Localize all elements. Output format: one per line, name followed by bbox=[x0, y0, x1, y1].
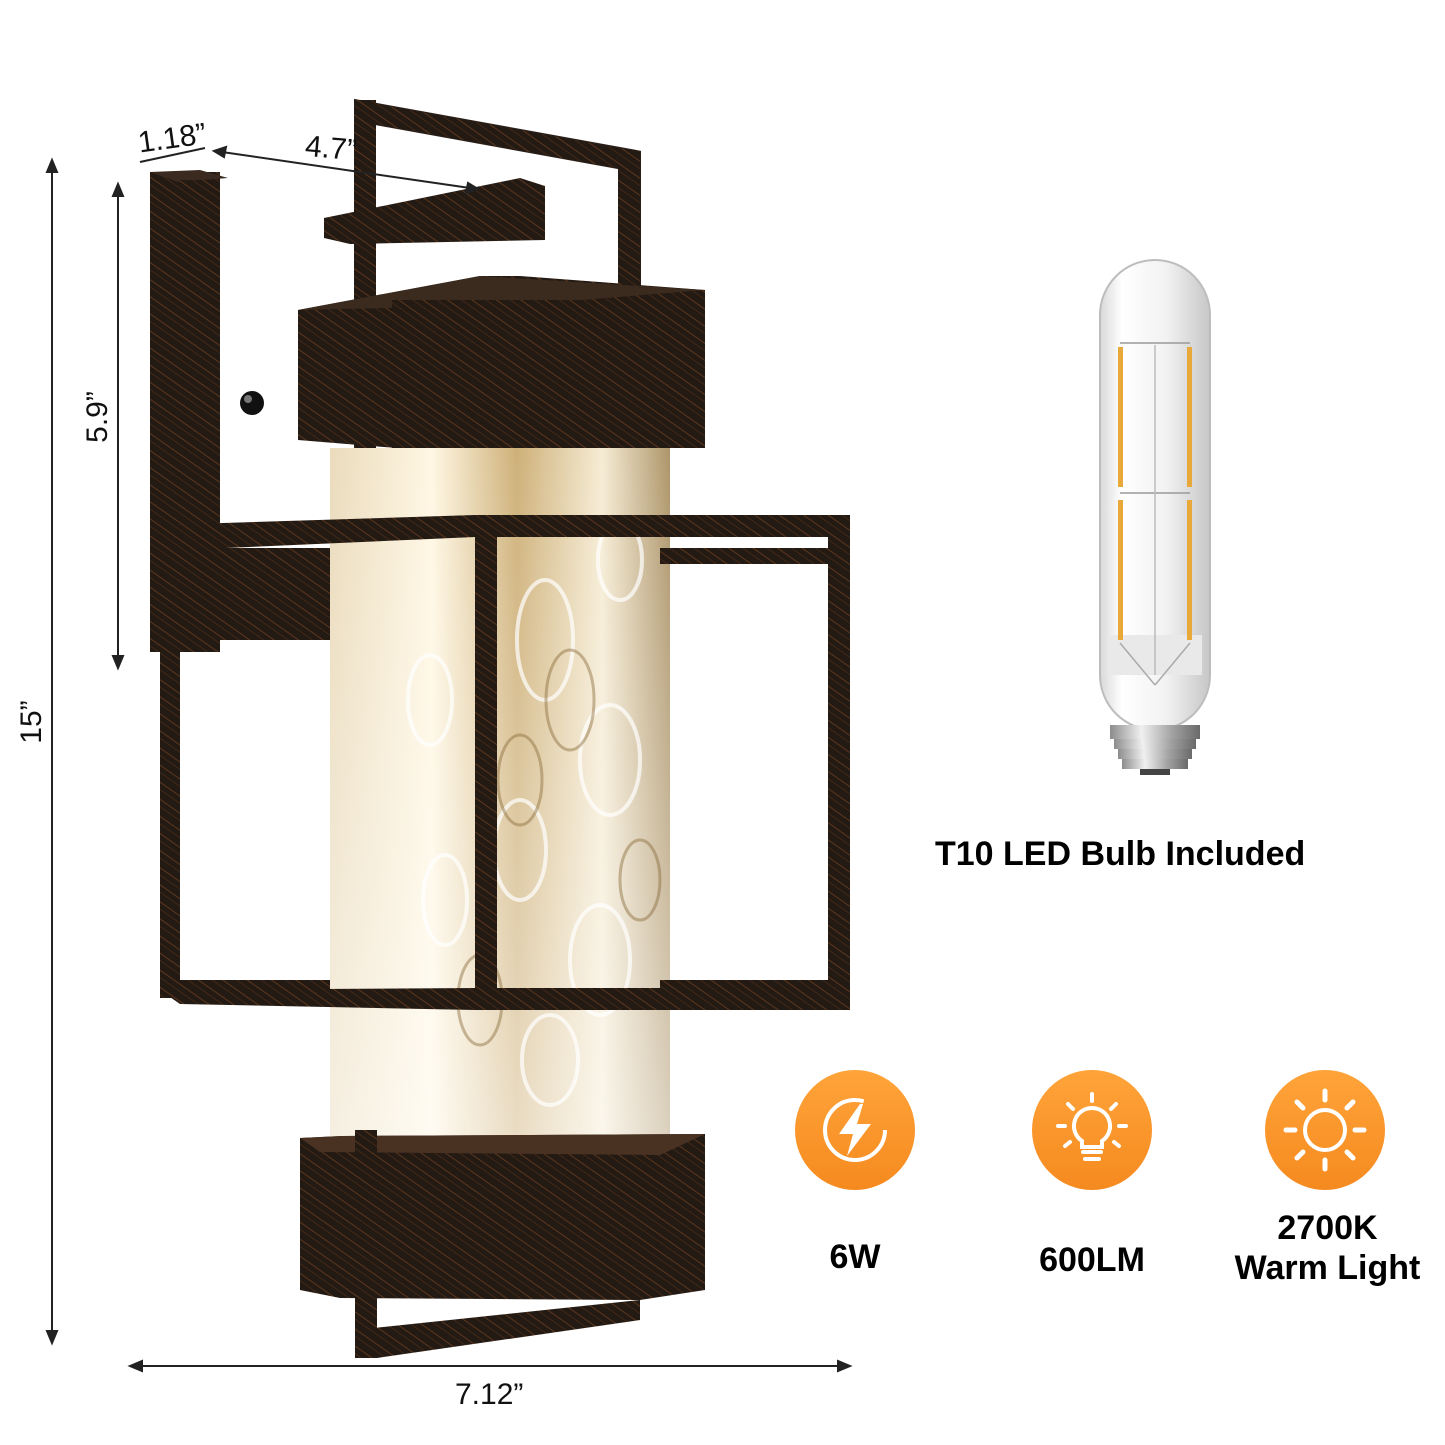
lightning-bolt-icon bbox=[823, 1098, 887, 1162]
light-bulb-icon bbox=[1056, 1092, 1128, 1161]
dimension-width-bottom-label: 7.12” bbox=[455, 1378, 524, 1411]
dimension-width-top-label: 4.7” bbox=[303, 129, 359, 168]
dimension-height-total-label: 15” bbox=[15, 700, 48, 744]
spec-label-warm-light: Warm Light bbox=[1234, 1249, 1421, 1287]
spec-label-lumens: 600LM bbox=[1039, 1241, 1145, 1279]
spec-label-wattage: 6W bbox=[829, 1238, 881, 1276]
sun-icon bbox=[1283, 1088, 1367, 1172]
spec-badge-lumens bbox=[1032, 1070, 1152, 1190]
t10-led-bulb-image bbox=[1099, 259, 1211, 775]
spec-label-color-temperature: 2700K Warm Light bbox=[1215, 1208, 1440, 1288]
spec-badge-color-temperature bbox=[1265, 1070, 1385, 1190]
spec-label-kelvin: 2700K bbox=[1277, 1209, 1378, 1247]
spec-badge-wattage bbox=[795, 1070, 915, 1190]
dimension-height-upper-label: 5.9” bbox=[81, 391, 114, 443]
bulb-caption: T10 LED Bulb Included bbox=[935, 835, 1306, 873]
